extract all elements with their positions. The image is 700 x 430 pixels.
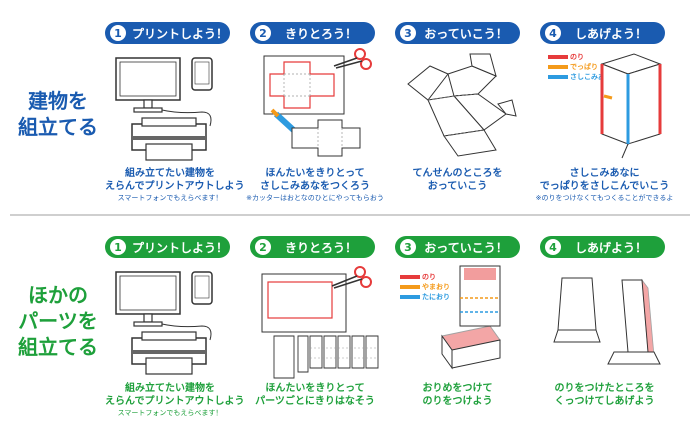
legend-label: のり — [570, 53, 584, 61]
caption-note: スマートフォンでもえらべます！ — [117, 194, 223, 202]
scissors-parts-icon — [261, 266, 379, 379]
step-number: 2 — [255, 239, 271, 255]
step-2-caption: ほんたいをきりとって さしこみあなをつくろう ※カッターはおとなのひとにやっても… — [245, 167, 385, 203]
caption-line: おりめをつけて — [422, 383, 493, 394]
color-legend: のり でっぱり さしこみあな — [548, 52, 612, 82]
caption-line: ほんたいをきりとって — [265, 168, 365, 179]
legend-item: でっぱり — [548, 62, 612, 72]
caption-line: のりをつけたところを — [554, 383, 655, 394]
legend-item: さしこみあな — [548, 72, 612, 82]
step-label: しあげよう！ — [574, 26, 647, 41]
legend-swatch-orange — [400, 285, 420, 289]
section-title-building: 建物を 組立てる — [8, 88, 108, 140]
legend-swatch-orange — [548, 65, 568, 69]
step-label: プリントしよう！ — [132, 240, 229, 255]
step-number: 2 — [255, 25, 271, 41]
step-3-caption: おりめをつけて のりをつけよう — [395, 382, 520, 408]
caption-note: ※のりをつけなくてもつくることができるよ — [535, 194, 674, 202]
caption-line: 組み立てたい建物を — [125, 383, 215, 394]
caption-line: くっつけてしあげよう — [554, 396, 655, 407]
legend-label: のり — [422, 273, 436, 281]
legend-item: のり — [548, 52, 612, 62]
caption-note: スマートフォンでもえらべます！ — [117, 409, 223, 417]
step-number: 3 — [400, 239, 416, 255]
step-label: おっていこう！ — [424, 26, 508, 41]
caption-line: のりをつけよう — [422, 396, 493, 407]
step-1-header: 1 プリントしよう！ — [105, 236, 230, 258]
computer-printer-icon — [115, 57, 213, 161]
legend-swatch-red — [548, 55, 568, 59]
step-number: 4 — [545, 25, 561, 41]
step-3-header: 3 おっていこう！ — [395, 236, 520, 258]
section-title-line: ほかの — [28, 283, 88, 307]
step-4-caption: のりをつけたところを くっつけてしあげよう — [532, 382, 677, 408]
finished-parts-icon — [553, 277, 661, 365]
assembled-building-icon — [600, 53, 662, 159]
legend-item: やまおり — [400, 282, 450, 292]
section-title-line: 組立てる — [18, 335, 98, 359]
step-2-caption: ほんたいをきりとって パーツごとにきりはなそう — [245, 382, 385, 408]
step-1-caption: 組み立てたい建物を えらんでプリントアウトしよう スマートフォンでもえらべます！ — [105, 382, 245, 418]
step-number: 1 — [110, 239, 126, 255]
caption-line: ほんたいをきりとって — [265, 383, 365, 394]
caption-line: えらんでプリントアウトしよう — [105, 181, 245, 192]
section-title-line: パーツを — [18, 309, 98, 333]
section-divider — [10, 214, 690, 216]
caption-line: 組み立てたい建物を — [125, 168, 215, 179]
folding-part-icon — [441, 265, 501, 370]
legend-item: たにおり — [400, 292, 450, 302]
section-title-other-parts: ほかの パーツを 組立てる — [8, 282, 108, 360]
step-1-header: 1 プリントしよう！ — [105, 22, 230, 44]
computer-printer-icon — [115, 271, 213, 375]
step-4-caption: さしこみあなに でっぱりをさしこんでいこう ※のりをつけなくてもつくることができ… — [532, 167, 677, 203]
step-3-header: 3 おっていこう！ — [395, 22, 520, 44]
scissors-cutout-icon — [263, 48, 372, 157]
caption-line: でっぱりをさしこんでいこう — [539, 181, 670, 192]
section-title-line: 建物を — [28, 89, 88, 113]
step-4-header: 4 しあげよう！ — [540, 22, 665, 44]
step-label: プリントしよう！ — [132, 26, 229, 41]
step-label: きりとろう！ — [284, 240, 357, 255]
folding-paper-icon — [407, 53, 517, 157]
caption-line: おっていこう — [427, 181, 488, 192]
caption-line: さしこみあなをつくろう — [260, 181, 370, 192]
step-number: 4 — [545, 239, 561, 255]
step-label: きりとろう！ — [284, 26, 357, 41]
legend-label: やまおり — [422, 283, 450, 291]
step-label: しあげよう！ — [574, 240, 647, 255]
legend-label: でっぱり — [570, 63, 598, 71]
legend-swatch-red — [400, 275, 420, 279]
caption-line: てんせんのところを — [412, 168, 503, 179]
step-2-header: 2 きりとろう！ — [250, 236, 375, 258]
legend-item: のり — [400, 272, 450, 282]
color-legend: のり やまおり たにおり — [400, 272, 450, 302]
caption-line: パーツごとにきりはなそう — [255, 396, 375, 407]
legend-label: たにおり — [422, 293, 450, 301]
step-number: 3 — [400, 25, 416, 41]
caption-note: ※カッターはおとなのひとにやってもらおう — [246, 194, 384, 202]
section-title-line: 組立てる — [18, 115, 98, 139]
step-label: おっていこう！ — [424, 240, 508, 255]
step-3-caption: てんせんのところを おっていこう — [395, 167, 520, 193]
caption-line: えらんでプリントアウトしよう — [105, 396, 245, 407]
legend-swatch-blue — [400, 295, 420, 299]
step-number: 1 — [110, 25, 126, 41]
caption-line: さしこみあなに — [569, 168, 640, 179]
step-4-header: 4 しあげよう！ — [540, 236, 665, 258]
legend-label: さしこみあな — [570, 73, 612, 81]
step-2-header: 2 きりとろう！ — [250, 22, 375, 44]
step-1-caption: 組み立てたい建物を えらんでプリントアウトしよう スマートフォンでもえらべます！ — [105, 167, 245, 203]
legend-swatch-blue — [548, 75, 568, 79]
